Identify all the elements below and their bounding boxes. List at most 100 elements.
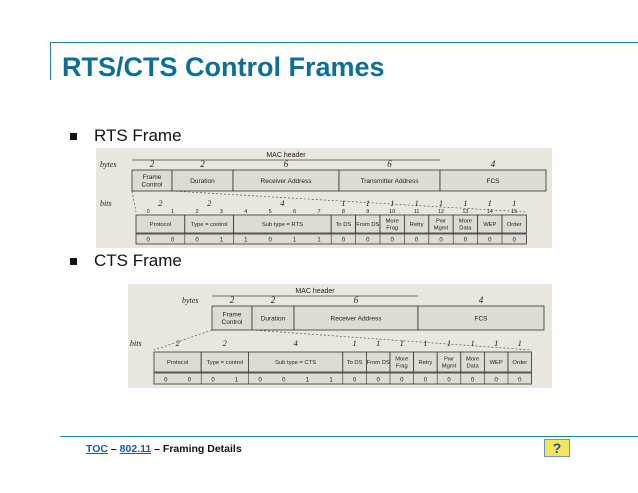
subfield-label: More [386,219,399,225]
footer-rule [60,436,638,437]
bit-value: 0 [400,378,404,384]
bit-value: 0 [342,238,346,244]
bit-width: 1 [488,198,492,208]
expand-connector [171,190,527,213]
bit-width: 1 [352,338,356,348]
bit-number: 8 [342,209,345,215]
bit-value: 0 [424,378,428,384]
bit-width: 1 [366,198,370,208]
header-rule [50,42,638,43]
bit-width: 1 [423,338,427,348]
frame-field [439,169,547,192]
byte-size: 2 [271,295,276,305]
bit-width: 4 [293,338,298,348]
bit-width: 1 [390,198,394,208]
subfield-label: Type = control [191,222,228,228]
bit-value: 1 [293,238,297,244]
bytes-label: bytes [100,160,116,169]
bit-value: 0 [471,378,475,384]
slide-title: RTS/CTS Control Frames [62,52,385,82]
bit-value: 0 [282,378,286,384]
bit-width: 2 [158,198,163,208]
help-button[interactable]: ? [544,439,570,457]
bullet-square-icon [70,133,77,140]
frame-field [293,305,419,331]
header-accent [50,42,51,80]
field-label: Control [142,182,164,189]
bit-value: 0 [171,238,175,244]
byte-size: 6 [387,159,392,169]
bit-value: 0 [513,238,517,244]
mac-header-label: MAC header [295,288,335,295]
expand-connector [131,190,137,213]
frame-field [211,305,253,331]
bit-width: 1 [494,338,498,348]
bit-width: 1 [518,338,522,348]
bit-subfield [507,351,533,373]
bit-value: 0 [195,238,199,244]
subfield-label: To DS [336,222,352,228]
section-link[interactable]: 802.11 [119,443,152,455]
bit-value: 0 [353,378,357,384]
bit-value: 0 [377,378,381,384]
subfield-label: Frag [386,225,398,231]
bit-width: 2 [175,338,180,348]
bit-width: 1 [376,338,380,348]
bit-value: 0 [147,238,151,244]
bit-value: 0 [269,238,273,244]
subfield-label: Retry [410,222,424,228]
bit-number: 0 [147,209,150,215]
bit-width: 2 [207,198,212,208]
bit-value: 0 [488,238,492,244]
bit-value: 1 [317,238,321,244]
bit-number: 14 [487,209,493,215]
subfield-label: WEP [483,222,496,228]
subfield-label: Sub type = CTS [275,360,316,366]
bit-width: 1 [439,198,443,208]
field-label: FCS [487,178,501,185]
bit-value: 0 [447,378,451,384]
subfield-label: Pwr [436,219,446,225]
bit-number: 9 [366,209,369,215]
bit-value: 1 [306,378,310,384]
bit-width: 1 [512,198,516,208]
field-label: Receiver Address [261,178,313,185]
bit-width: 1 [470,338,474,348]
field-label: Frame [143,174,162,181]
bits-label: bits [130,339,142,348]
subfield-label: More [466,357,479,363]
bit-number: 11 [414,209,420,215]
bit-value: 1 [244,238,248,244]
bit-number: 4 [244,209,247,215]
subfield-label: From DS [356,222,379,228]
bullet-square-icon [70,258,77,265]
byte-size: 6 [284,159,289,169]
bit-value: 1 [329,378,333,384]
bit-width: 1 [414,198,418,208]
field-label: FCS [475,315,489,322]
footer-separator: – [107,443,120,455]
bit-value: 0 [415,238,419,244]
bit-value: 0 [164,378,168,384]
subfield-label: Retry [418,360,432,366]
field-label: Duration [261,315,286,322]
subfield-label: To DS [347,360,363,366]
frame-field [417,305,545,331]
field-label: Control [222,319,244,326]
byte-size: 2 [200,159,205,169]
bit-subfield [501,214,527,234]
bit-number: 5 [269,209,272,215]
byte-size: 2 [230,295,235,305]
bit-width: 1 [400,338,404,348]
bit-value: 0 [188,378,192,384]
bit-value: 0 [259,378,263,384]
byte-size: 4 [479,295,484,305]
bit-number: 3 [220,209,223,215]
bit-width: 2 [223,338,228,348]
subfield-label: Sub type = RTS [262,222,303,228]
bit-width: 4 [280,198,285,208]
expand-connector [251,329,532,351]
bit-value: 1 [220,238,224,244]
toc-link[interactable]: TOC [86,443,108,455]
